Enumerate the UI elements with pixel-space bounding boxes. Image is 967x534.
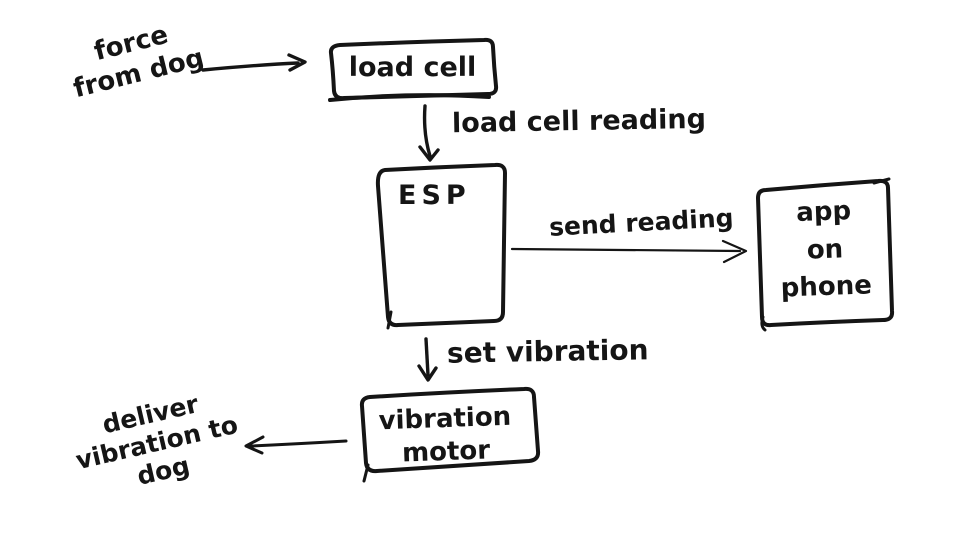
vibration-motor-label: vibration motor: [357, 400, 534, 471]
app-on-phone-box: [756, 177, 895, 332]
arrow-load-cell-to-esp: [418, 104, 440, 162]
arrow-force-to-load-cell: [201, 53, 307, 72]
vibration-motor-box: [359, 386, 541, 483]
load-cell-box: [328, 37, 499, 102]
esp-label: ESP: [398, 180, 471, 211]
vibration-motor-line: vibration: [378, 401, 512, 437]
app-on-phone-label: app on phone: [758, 192, 892, 310]
arrow-esp-to-app: [510, 239, 748, 264]
esp-box: [375, 162, 507, 330]
app-label-line: on: [806, 234, 844, 266]
app-label-line: phone: [780, 270, 873, 304]
arrow-esp-to-vibration-motor: [417, 337, 438, 382]
edge-label-set-vibration: set vibration: [446, 333, 649, 370]
edge-label-load-cell-reading: load cell reading: [451, 103, 707, 140]
vibration-motor-line: motor: [401, 434, 491, 469]
load-cell-label: load cell: [348, 52, 477, 83]
arrow-vibration-motor-to-dog: [244, 435, 348, 455]
app-label-line: app: [795, 196, 852, 228]
